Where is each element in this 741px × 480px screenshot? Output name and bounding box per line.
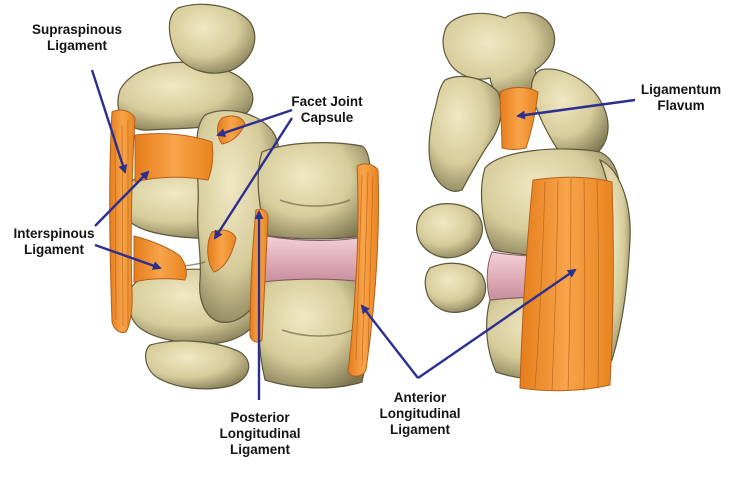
label-ligamentum-flavum: Ligamentum Flavum — [625, 82, 737, 114]
interspinous-ligament-lower — [134, 236, 186, 282]
label-anterior-longitudinal-ligament: Anterior Longitudinal Ligament — [370, 390, 470, 438]
transverse-process-lower-left — [425, 263, 485, 312]
ligamentum-flavum — [500, 88, 538, 150]
right-spine-model — [417, 13, 631, 391]
label-interspinous-ligament: Interspinous Ligament — [4, 226, 104, 258]
anterior-longitudinal-ligament-right — [520, 177, 613, 390]
spine-base-left — [146, 341, 249, 389]
label-facet-joint-capsule: Facet Joint Capsule — [272, 94, 382, 126]
label-supraspinous-ligament: Supraspinous Ligament — [22, 22, 132, 54]
transverse-process-left — [417, 204, 483, 258]
label-posterior-longitudinal-ligament: Posterior Longitudinal Ligament — [210, 410, 310, 458]
arrow-anterior-longitudinal-left — [362, 306, 418, 378]
intervertebral-disc-left — [261, 236, 371, 282]
vertebral-body-upper-left — [258, 143, 372, 239]
left-spine-model — [110, 4, 379, 389]
